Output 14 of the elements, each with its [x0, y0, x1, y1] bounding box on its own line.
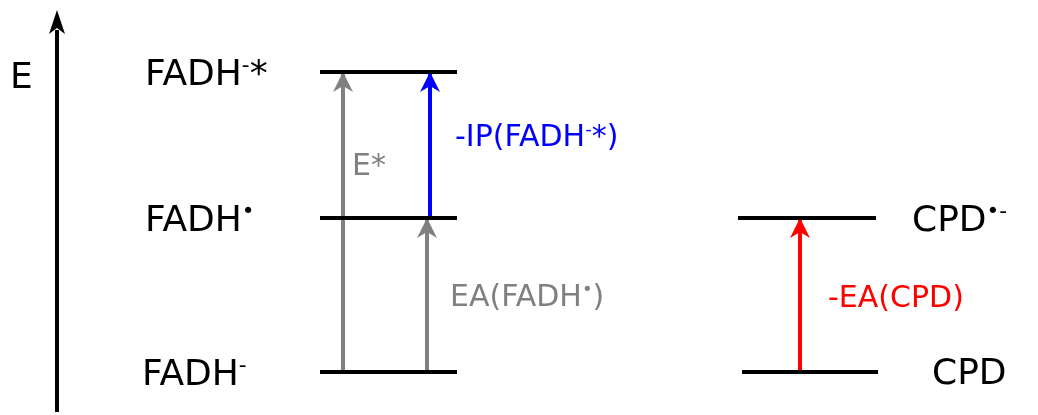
- axis-label: E: [10, 58, 33, 94]
- arrow: [333, 72, 353, 370]
- arrow: [420, 72, 440, 216]
- edge-label: EA(FADH$^{•}$): [450, 280, 605, 311]
- level-label: FADH$^{-}$: [142, 354, 247, 391]
- arrow: [790, 218, 810, 370]
- arrow: [417, 218, 437, 370]
- edge-label: -EA(CPD): [828, 282, 964, 312]
- level-label: CPD: [932, 354, 1007, 390]
- level-label: FADH$^{•}$: [145, 200, 255, 237]
- level-label: CPD$^{•-}$: [912, 200, 1008, 237]
- level-label: FADH$^{-}$*: [145, 54, 268, 91]
- edge-label: E*: [352, 150, 386, 180]
- edge-label: -IP(FADH$^{-}$*): [455, 120, 619, 151]
